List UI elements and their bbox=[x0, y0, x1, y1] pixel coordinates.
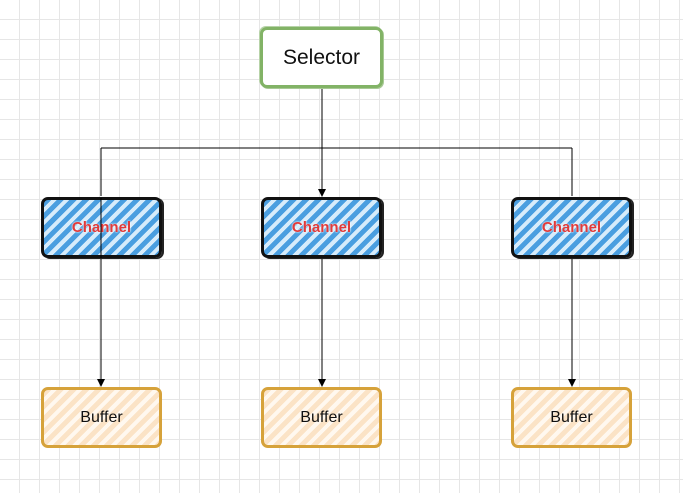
selector-node[interactable]: Selector bbox=[260, 27, 383, 88]
buffer-node-3[interactable]: Buffer bbox=[511, 387, 632, 448]
selector-label: Selector bbox=[282, 45, 361, 69]
buffer-node-1[interactable]: Buffer bbox=[41, 387, 162, 448]
channel-label: Channel bbox=[291, 219, 352, 236]
channel-label: Channel bbox=[541, 219, 602, 236]
channel-label: Channel bbox=[71, 219, 132, 236]
channel-node-1[interactable]: Channel bbox=[41, 197, 162, 258]
buffer-label: Buffer bbox=[550, 408, 593, 426]
buffer-node-2[interactable]: Buffer bbox=[261, 387, 382, 448]
buffer-label: Buffer bbox=[300, 408, 343, 426]
channel-node-3[interactable]: Channel bbox=[511, 197, 632, 258]
channel-node-2[interactable]: Channel bbox=[261, 197, 382, 258]
buffer-label: Buffer bbox=[80, 408, 123, 426]
